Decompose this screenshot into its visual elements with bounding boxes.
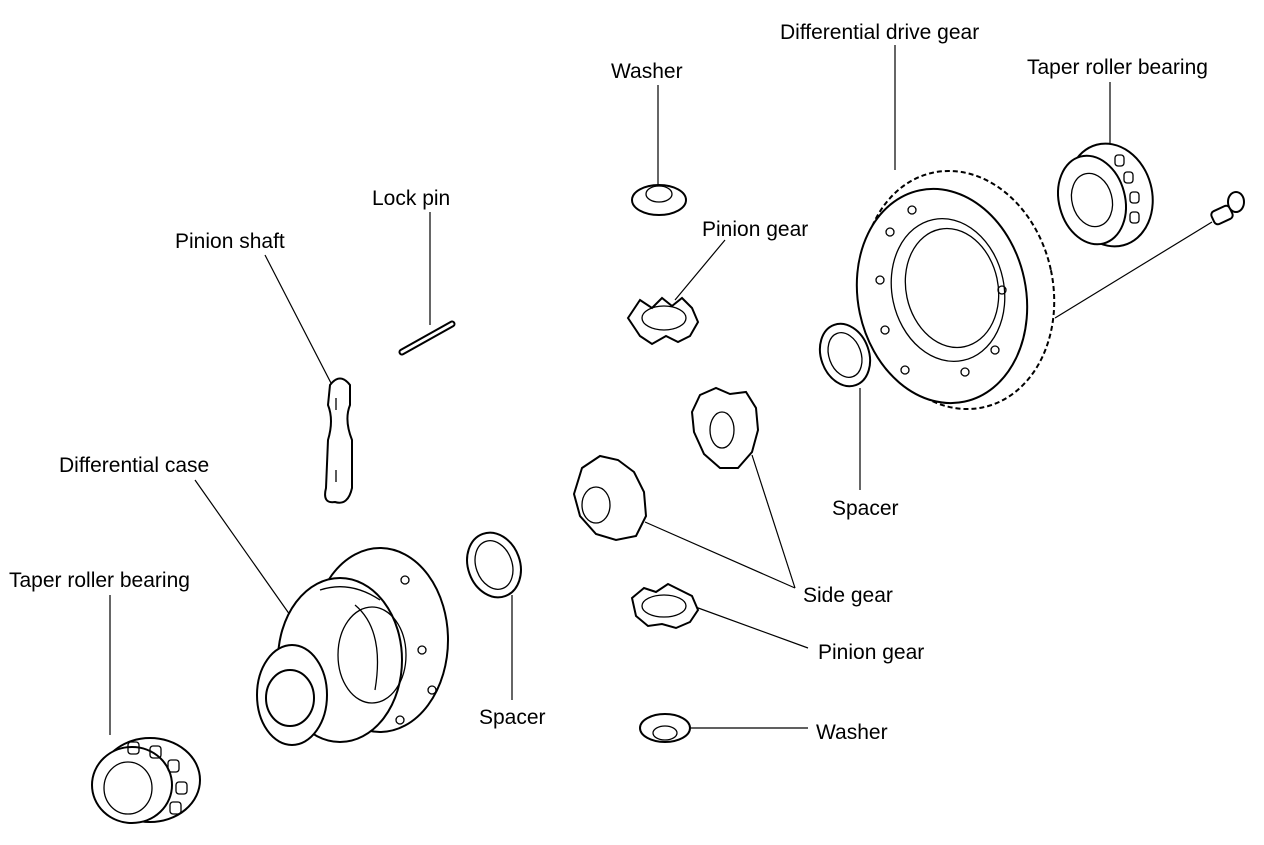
label-taper-roller-bearing-right: Taper roller bearing	[1027, 56, 1208, 79]
label-pinion-gear-top: Pinion gear	[702, 218, 809, 241]
leader-lines	[109, 45, 1213, 735]
label-spacer-left: Spacer	[479, 706, 546, 729]
label-spacer-right: Spacer	[832, 497, 899, 520]
washer-top-icon	[631, 184, 687, 216]
label-taper-roller-bearing-left: Taper roller bearing	[9, 569, 190, 592]
label-pinion-shaft: Pinion shaft	[175, 230, 285, 253]
spacer-left-icon	[466, 531, 522, 599]
spacer-right-icon	[818, 322, 872, 388]
bolt-icon	[1210, 191, 1245, 226]
label-pinion-gear-bottom: Pinion gear	[818, 641, 925, 664]
label-washer-bottom: Washer	[816, 721, 888, 744]
pinion-gear-top-icon	[626, 296, 700, 346]
side-gear-upper-icon	[690, 386, 760, 469]
label-washer-top: Washer	[611, 60, 683, 83]
label-differential-case: Differential case	[59, 454, 210, 477]
label-lock-pin: Lock pin	[372, 187, 451, 210]
label-differential-drive-gear: Differential drive gear	[780, 21, 980, 44]
label-side-gear: Side gear	[803, 584, 893, 607]
differential-case-icon	[256, 547, 449, 746]
taper-roller-bearing-right-icon	[1057, 142, 1154, 248]
washer-bottom-icon	[639, 713, 691, 743]
taper-roller-bearing-left-icon	[91, 737, 201, 824]
differential-drive-gear-icon	[855, 169, 1056, 411]
pinion-shaft-icon	[324, 377, 353, 504]
pinion-gear-bottom-icon	[630, 582, 700, 630]
side-gear-lower-icon	[572, 454, 648, 542]
lock-pin-icon	[398, 320, 456, 356]
